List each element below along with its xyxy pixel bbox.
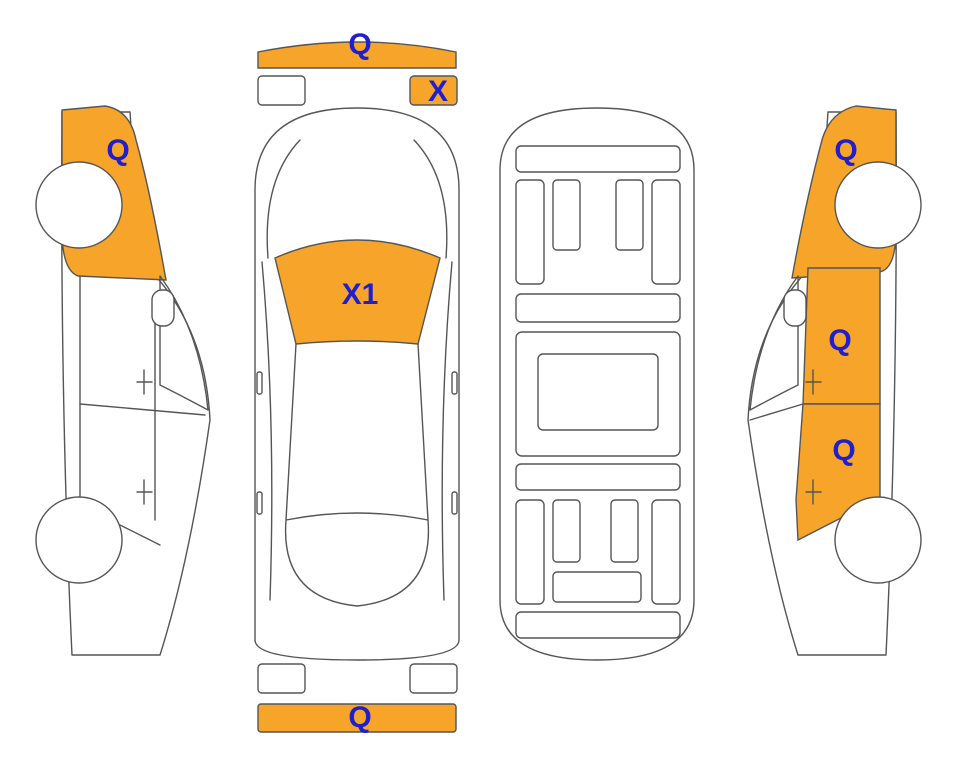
under-panel — [552, 571, 642, 603]
car-left-side-view: Q — [35, 105, 211, 656]
car-top-body — [254, 107, 460, 661]
right-mirror — [783, 289, 807, 327]
rear-bumper-zone[interactable] — [257, 703, 457, 733]
under-panel — [515, 293, 681, 323]
hood-line-right — [413, 139, 448, 259]
left-window — [159, 275, 209, 411]
right-rear-wheel — [834, 496, 922, 584]
handle-left — [256, 491, 263, 515]
right-front-wheel — [834, 161, 922, 249]
under-panel — [515, 499, 545, 605]
underbody-outline — [499, 107, 695, 661]
side-line-right — [441, 261, 453, 601]
left-rear-wheel — [35, 496, 123, 584]
left-front-wheel — [35, 161, 123, 249]
left-handle-rear — [136, 479, 153, 505]
right-front-fender-mark: Q — [834, 134, 857, 167]
rear-bumper-mark: Q — [348, 701, 371, 734]
under-panel — [515, 179, 545, 285]
right-front-door-mark: Q — [828, 324, 851, 357]
rear-window — [284, 519, 430, 607]
rear-end-view: Q — [257, 663, 458, 734]
right-door-divider — [749, 403, 804, 421]
under-panel — [515, 463, 681, 491]
roof-outline — [285, 343, 429, 521]
under-panel — [615, 179, 644, 251]
under-panel — [537, 353, 659, 431]
front-bumper-mark: Q — [348, 28, 371, 61]
front-right-light-zone[interactable] — [409, 75, 458, 106]
left-mirror — [151, 289, 175, 327]
front-bumper-zone[interactable] — [257, 41, 457, 69]
left-front-fender-mark: Q — [106, 134, 129, 167]
right-handle-rear — [805, 479, 822, 505]
rear-left-light[interactable] — [257, 663, 306, 694]
left-door-divider — [79, 403, 206, 416]
right-window — [749, 275, 799, 411]
side-line-left — [261, 261, 273, 601]
under-panel — [651, 499, 681, 605]
mirror-left — [256, 371, 263, 395]
front-right-light-mark: X — [428, 75, 448, 108]
under-panel — [552, 499, 581, 563]
underbody-view — [499, 107, 695, 661]
handle-right — [451, 491, 458, 515]
hood-line-left — [266, 139, 301, 259]
windshield-mark: X1 — [342, 278, 379, 311]
under-panel — [515, 145, 681, 173]
car-top-view: X1 — [254, 107, 460, 661]
under-panel — [515, 611, 681, 639]
front-left-light[interactable] — [257, 75, 306, 106]
front-end-view: Q X — [257, 28, 458, 108]
mirror-right — [451, 371, 458, 395]
right-handle-front — [805, 369, 822, 395]
left-handle-front — [136, 369, 153, 395]
right-rear-door-mark: Q — [832, 434, 855, 467]
under-panel — [610, 499, 639, 563]
under-panel — [651, 179, 681, 285]
windshield-zone[interactable] — [274, 239, 441, 345]
rear-right-light[interactable] — [409, 663, 458, 694]
car-right-side-view: Q Q Q — [747, 105, 922, 656]
under-panel — [552, 179, 581, 251]
